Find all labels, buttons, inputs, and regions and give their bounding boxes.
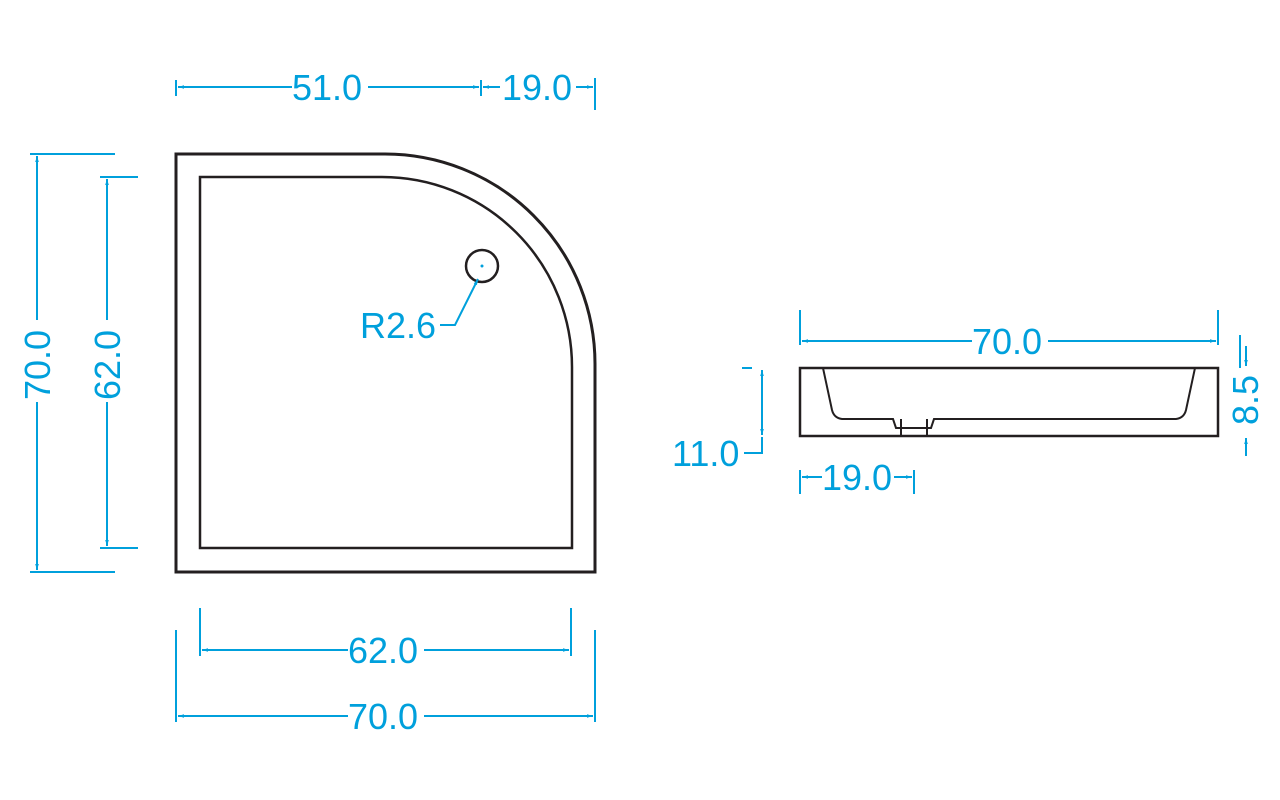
drain-center-dot — [480, 264, 484, 268]
top-view: R2.6 51.0 19.0 70.0 62.0 62.0 7 — [17, 67, 597, 737]
tray-inner-outline — [198, 175, 574, 550]
dim-label-height-62: 62.0 — [87, 330, 128, 400]
dim-label-height-85: 8.5 — [1225, 375, 1266, 425]
tray-side-basin — [822, 367, 1196, 429]
side-view: 70.0 8.5 11.0 19.0 — [672, 310, 1266, 498]
tray-outer-outline — [174, 152, 597, 574]
dim-label-width-19: 19.0 — [502, 67, 572, 108]
dim-label-drain-19: 19.0 — [822, 457, 892, 498]
drain-circle — [464, 248, 500, 284]
dim-label-depth-11: 11.0 — [672, 433, 739, 474]
drain-radius-leader — [440, 278, 479, 326]
drain-radius-label: R2.6 — [360, 305, 436, 346]
dim-label-height-70: 70.0 — [17, 330, 58, 400]
dim-label-width-70: 70.0 — [348, 696, 418, 737]
dim-label-width-62: 62.0 — [348, 630, 418, 671]
dim-label-width-51: 51.0 — [292, 67, 362, 108]
dim-label-length-70: 70.0 — [972, 321, 1042, 362]
tray-side-body — [798, 366, 1220, 438]
dim-leader-depth-11 — [744, 437, 763, 454]
